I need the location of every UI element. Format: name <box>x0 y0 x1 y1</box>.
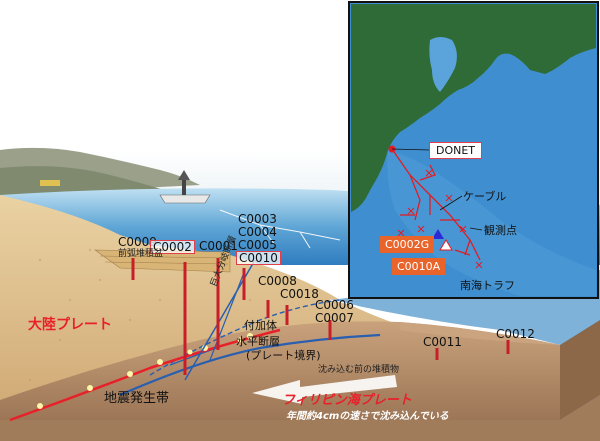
accretionary-prism-label: 付加体 <box>244 319 277 332</box>
site-c0002g-label: C0002G <box>380 236 435 253</box>
site-c0010a-label: C0010A <box>392 258 446 275</box>
plate-motion-arrow <box>252 375 397 404</box>
cable-label: ケーブル <box>463 190 507 203</box>
site-c0009-label: C0009 <box>118 235 157 249</box>
continental-plate-label: 大陸プレート <box>28 317 112 333</box>
observation-point-label: 観測点 <box>484 224 517 237</box>
donet-label: DONET <box>429 142 483 159</box>
site-c0010a-marker <box>439 239 453 251</box>
boreholes <box>131 258 510 375</box>
philippine-plate-label: フィリピン海プレート <box>282 393 412 408</box>
inset-cables <box>391 148 481 261</box>
site-c0001-label: C0001 <box>199 239 238 253</box>
seafloor-cables <box>219 209 381 316</box>
subducting-plate <box>0 321 560 420</box>
plate-boundary-label: (プレート境界) <box>246 349 321 362</box>
inset-observation-points <box>397 169 483 269</box>
forearc-basin-label: 前弧堆積盆 <box>118 249 164 259</box>
site-c0005-label: C0005 <box>238 238 277 252</box>
site-c0003-label: C0003 <box>238 212 277 226</box>
site-c0006-label: C0006 <box>315 298 354 312</box>
drill-ship <box>159 170 211 204</box>
subducting-sediment-label: 沈み込む前の堆積物 <box>318 365 400 375</box>
site-c0007-label: C0007 <box>315 311 354 325</box>
seismogenic-zone-label: 地震発生帯 <box>104 391 170 406</box>
site-c0004-label: C0004 <box>238 225 277 239</box>
decollement-label: 水平断層 <box>236 335 280 348</box>
earthquake-points <box>37 333 253 409</box>
site-c0002g-marker <box>432 229 444 239</box>
inset-land <box>351 4 596 212</box>
site-c0010-label: C0010 <box>236 251 281 265</box>
site-c0011-label: C0011 <box>423 335 462 349</box>
subduction-rate-label: 年間約4cmの速さで沈み込んでいる <box>286 411 449 422</box>
site-c0012-label: C0012 <box>496 327 535 341</box>
site-c0008-label: C0008 <box>258 274 297 288</box>
site-c0002-label: C0002 <box>150 240 195 254</box>
site-c0018-label: C0018 <box>280 287 319 301</box>
decollement-line <box>119 333 381 397</box>
nankai-trough-label: 南海トラフ <box>460 279 515 292</box>
